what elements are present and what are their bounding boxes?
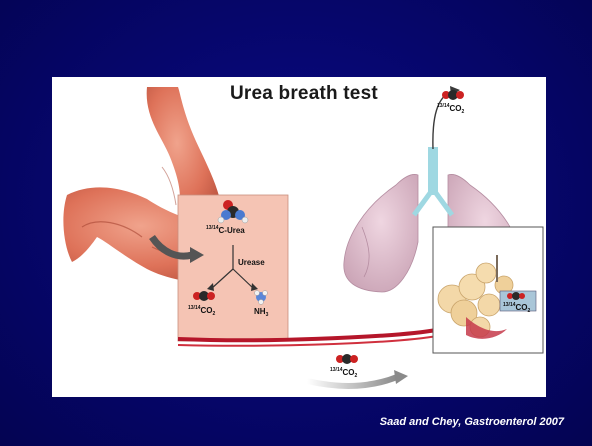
co2-molecule-exhaled-icon: [442, 90, 464, 100]
co2-label-exhaled: 13/14CO2: [437, 103, 464, 115]
citation-text: Saad and Chey, Gastroenterol 2007: [380, 416, 564, 428]
co2-molecule-blood-icon: [336, 354, 358, 364]
figure-title: Urea breath test: [230, 83, 378, 105]
co2-label-box-left: 13/14CO2: [188, 305, 215, 317]
co2-label-blood: 13/14CO2: [330, 367, 357, 379]
co2-label-alveoli: 13/14CO2: [503, 302, 530, 314]
urea-breath-test-illustration: [52, 77, 546, 397]
urea-label: 13/14C-Urea: [206, 225, 245, 235]
co2-molecule-icon: [193, 291, 215, 301]
urease-label: Urease: [238, 258, 265, 267]
diagram-panel: Urea breath test 13/14C-Urea Urease 13/1…: [52, 77, 546, 397]
nh3-label: NH3: [254, 307, 268, 318]
exhale-arrow: [433, 91, 452, 149]
